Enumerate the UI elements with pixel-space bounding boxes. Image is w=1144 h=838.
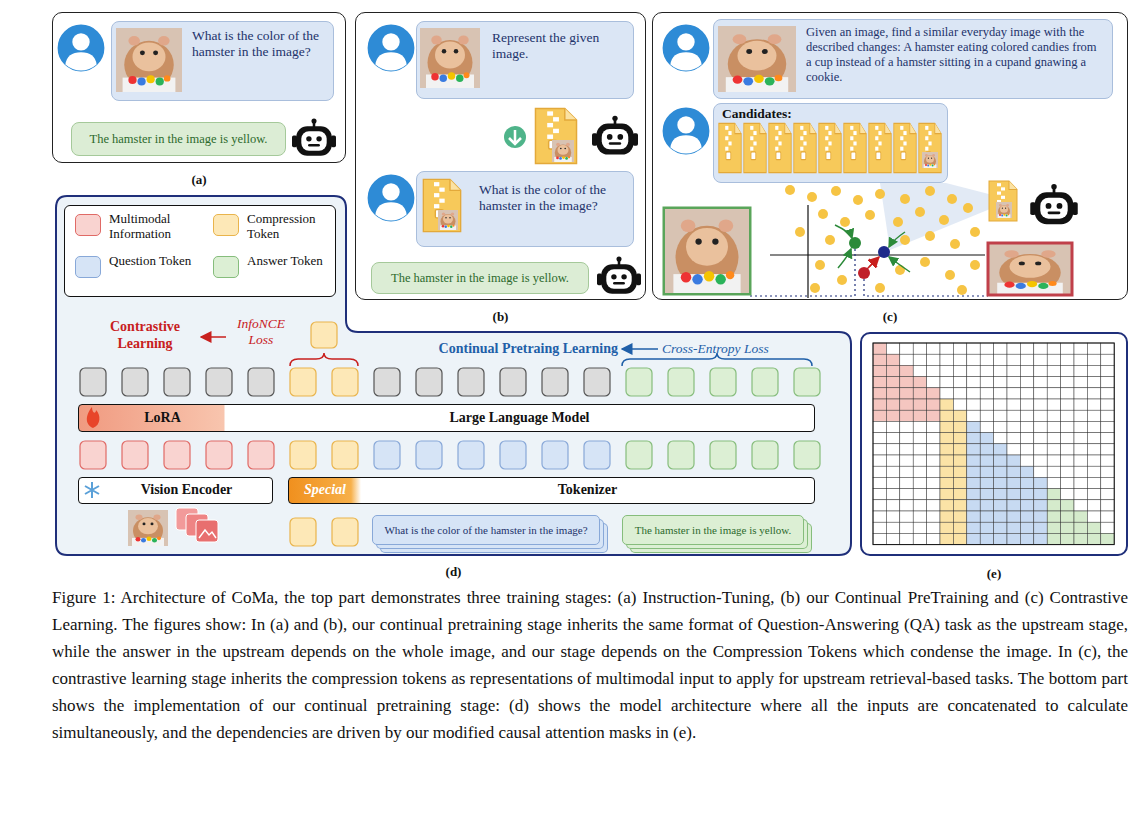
node-text: What is the color of the hamster in the … xyxy=(479,182,627,214)
node-text: Represent the given image. xyxy=(492,30,627,62)
candidates-box: Candidates: xyxy=(713,103,948,183)
llm-bar: LoRALarge Language Model xyxy=(78,404,815,432)
annotation-label: Contrastive Learning xyxy=(90,318,200,352)
question-bubble: What is the color of the hamster in the … xyxy=(111,21,334,101)
panel: (e) xyxy=(860,332,1128,556)
panel-label: (b) xyxy=(356,309,645,325)
legend-text: Question Token xyxy=(109,253,199,268)
vision-encoder: Vision Encoder xyxy=(78,477,273,504)
question-stack: What is the color of the hamster in the … xyxy=(372,515,600,545)
legend-box: Multimodal Information Compression TokenQ… xyxy=(64,205,336,297)
figure-caption: Figure 1: Architecture of CoMa, the top … xyxy=(52,584,1128,746)
legend-text: Answer Token xyxy=(247,253,327,268)
question-bubble: What is the color of the hamster in the … xyxy=(416,171,634,247)
legend-swatch xyxy=(75,214,101,236)
answer-stack: The hamster in the image is yellow. xyxy=(622,515,804,545)
instruction-bubble: Represent the given image. xyxy=(416,21,634,99)
panel-label: (e) xyxy=(862,566,1126,582)
node-text: The hamster in the image is yellow. xyxy=(90,132,268,147)
legend-text: Compression Token xyxy=(247,211,335,241)
node-text: The hamster in the image is yellow. xyxy=(635,524,792,536)
special-label: Special xyxy=(289,478,361,502)
answer-bubble: The hamster in the image is yellow. xyxy=(371,262,589,294)
tokenizer-label: Tokenizer xyxy=(361,478,814,502)
annotation-label: InfoNCE Loss xyxy=(228,316,294,348)
legend-swatch xyxy=(213,214,239,236)
panel-outline xyxy=(56,196,851,555)
node-text: What is the color of the hamster in the … xyxy=(384,524,587,536)
node-text: Given an image, find a similar everyday … xyxy=(806,25,1104,85)
panel-label: (c) xyxy=(653,309,1127,325)
node-text: The hamster in the image is yellow. xyxy=(391,271,569,286)
panel: (a)What is the color of the hamster in t… xyxy=(52,12,346,163)
annotation-label: Cross-Entropy Loss xyxy=(662,340,792,357)
legend-text: Multimodal Information xyxy=(109,211,204,241)
llm-label: Large Language Model xyxy=(225,405,814,430)
panel: (c)Given an image, find a similar everyd… xyxy=(652,12,1128,300)
annotation-label: Continual Pretraing Learning xyxy=(400,340,618,357)
lora-label: LoRA xyxy=(101,405,224,430)
node-text: What is the color of the hamster in the … xyxy=(192,28,327,60)
legend-swatch xyxy=(213,256,239,278)
panel-label: (a) xyxy=(53,172,345,188)
node-text: Vision Encoder xyxy=(101,478,272,502)
answer-bubble: The hamster in the image is yellow. xyxy=(71,122,286,156)
tokenizer: SpecialTokenizer xyxy=(288,477,815,504)
query-bubble: Given an image, find a similar everyday … xyxy=(713,19,1113,99)
panel-label: (d) xyxy=(55,564,852,580)
panel: (b)Represent the given image.What is the… xyxy=(355,12,646,300)
legend-swatch xyxy=(75,256,101,278)
node-text: Candidates: xyxy=(722,106,939,122)
